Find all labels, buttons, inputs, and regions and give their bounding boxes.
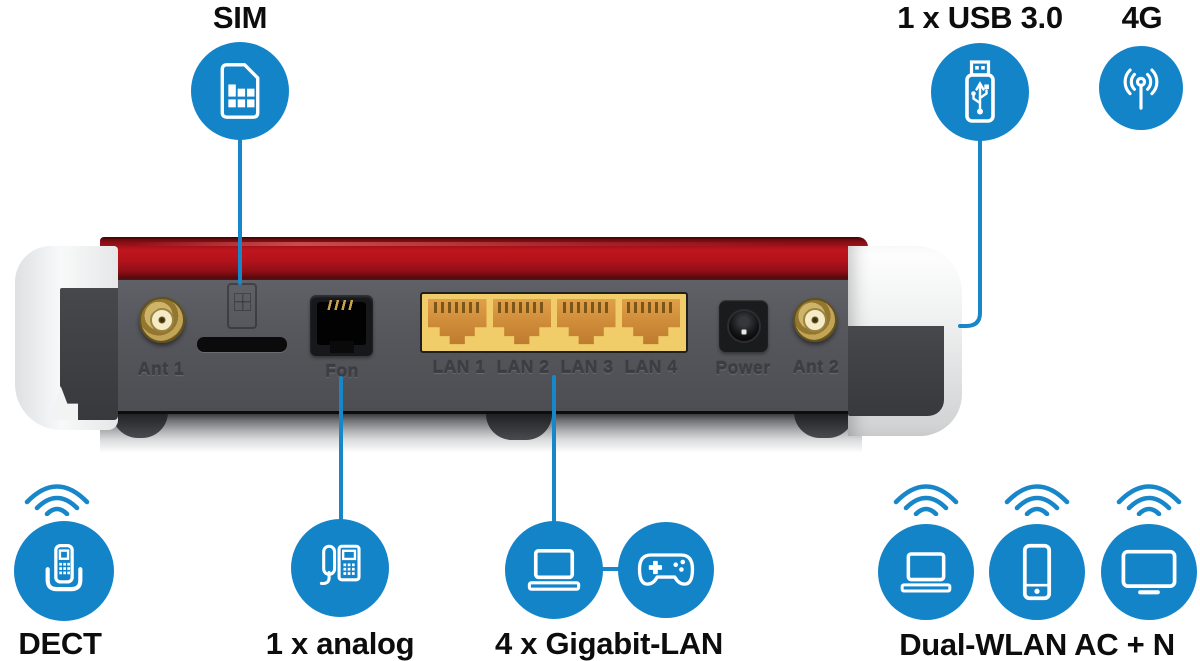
- power-port-label: Power: [715, 358, 771, 378]
- gamepad-icon: [637, 553, 695, 586]
- dect-callout-bubble: [14, 521, 114, 621]
- lan2-port-label: LAN 2: [496, 357, 550, 377]
- 4g-callout-bubble: [1099, 46, 1183, 130]
- power-jack: [719, 300, 768, 352]
- desk-phone-icon: [319, 544, 361, 586]
- router-right-inset: [848, 326, 944, 416]
- sim-callout-bubble: [191, 42, 289, 140]
- router-left-inset: [60, 288, 118, 420]
- sim-card-icon: [220, 63, 260, 119]
- gigabit-lan-label: 4 x Gigabit-LAN: [494, 626, 724, 661]
- cordless-phone-icon: [45, 543, 83, 592]
- wifi-waves-icon: [893, 484, 959, 516]
- wlan-monitor-bubble: [1101, 524, 1197, 620]
- ant1-port-label: Ant 1: [137, 359, 185, 379]
- phone-port-pins: [326, 300, 357, 310]
- laptop-icon: [527, 549, 581, 591]
- dual-wlan-label: Dual-WLAN AC + N: [899, 627, 1175, 661]
- usb-callout-line: [958, 139, 982, 328]
- dect-label: DECT: [18, 626, 102, 661]
- wifi-waves-icon: [1116, 484, 1182, 516]
- sim-label: SIM: [212, 0, 268, 35]
- wlan-laptop-bubble: [878, 524, 974, 620]
- router-shadow: [100, 411, 862, 453]
- lan-port-2: [492, 299, 551, 345]
- wifi-waves-icon: [1004, 484, 1070, 516]
- lan-port-3: [557, 299, 616, 345]
- antenna-connector-1: [139, 297, 185, 343]
- router-red-top: [100, 237, 868, 281]
- wifi-waves-icon: [24, 484, 90, 516]
- lan1-port-label: LAN 1: [432, 357, 486, 377]
- lan-port-4: [621, 299, 680, 345]
- 4g-label: 4G: [1121, 0, 1163, 35]
- usb-stick-icon: [965, 60, 995, 123]
- smartphone-icon: [1022, 543, 1052, 601]
- ant2-port-label: Ant 2: [792, 357, 840, 377]
- usb-callout-bubble: [931, 43, 1029, 141]
- sim-slot: [197, 337, 287, 352]
- lan-port-block: [420, 292, 688, 353]
- antenna-connector-2: [793, 298, 837, 342]
- lan-port-1: [428, 299, 487, 345]
- lan4-port-label: LAN 4: [624, 357, 678, 377]
- laptop-icon: [900, 551, 952, 593]
- wlan-smartphone-bubble: [989, 524, 1085, 620]
- gigabit-gamepad-bubble: [618, 522, 714, 618]
- cellular-antenna-icon: [1123, 68, 1159, 110]
- phone-port: [310, 295, 373, 356]
- monitor-icon: [1121, 549, 1177, 595]
- usb-label: 1 x USB 3.0: [897, 0, 1063, 35]
- gigabit-laptop-bubble: [505, 521, 603, 619]
- sim-emboss-icon: [227, 283, 257, 329]
- analog-label: 1 x analog: [265, 626, 415, 661]
- analog-callout-bubble: [291, 519, 389, 617]
- phone-port-tab: [329, 341, 354, 353]
- fon-port-label: Fon: [325, 361, 359, 381]
- lan3-port-label: LAN 3: [560, 357, 614, 377]
